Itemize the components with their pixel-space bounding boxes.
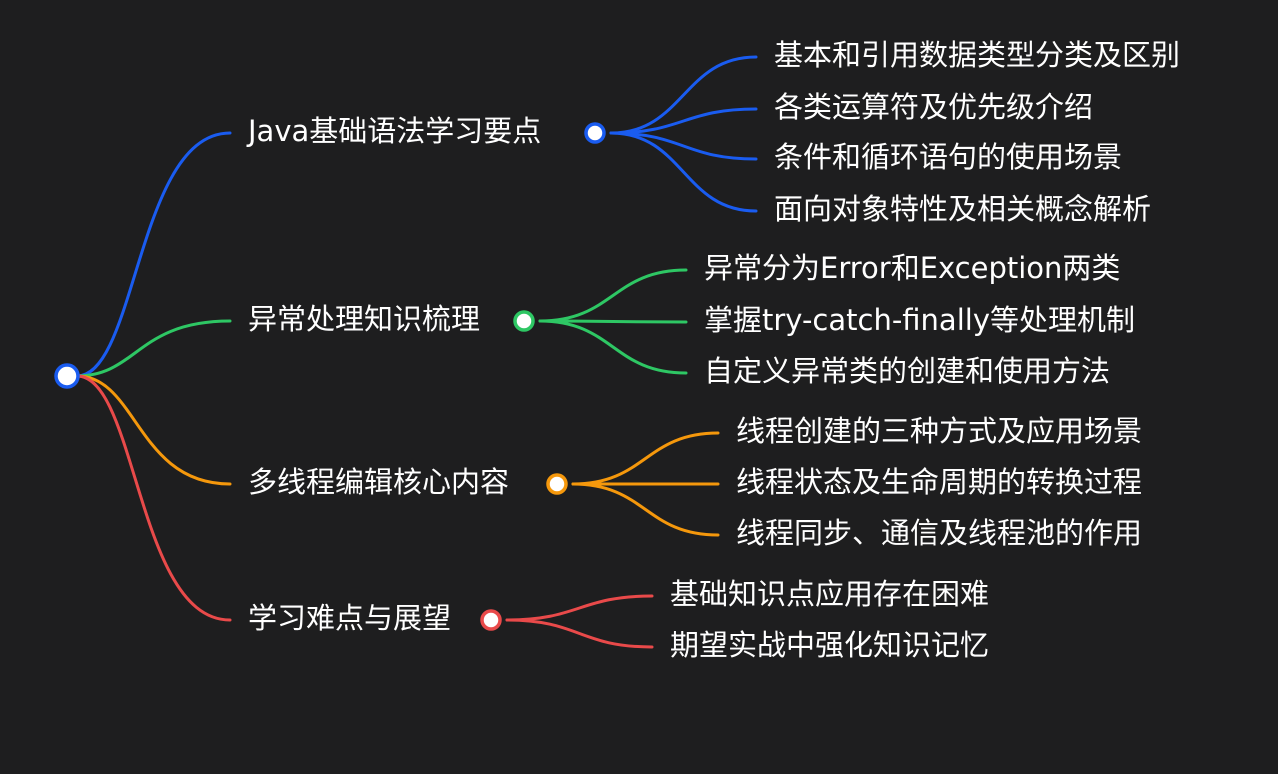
branch-label-2: 异常处理知识梳理 bbox=[248, 302, 480, 336]
leaf-label: 期望实战中强化知识记忆 bbox=[670, 628, 989, 662]
branch-dot-4[interactable] bbox=[480, 609, 502, 631]
leaf-edge-3-3 bbox=[571, 482, 720, 537]
leaf-label: 掌握try-catch-finally等处理机制 bbox=[704, 303, 1135, 337]
branch-label-4: 学习难点与展望 bbox=[248, 601, 451, 635]
root-edge-4 bbox=[75, 374, 232, 622]
branch-dot-1[interactable] bbox=[584, 122, 606, 144]
leaf-label: 条件和循环语句的使用场景 bbox=[774, 140, 1122, 174]
leaf-label: 自定义异常类的创建和使用方法 bbox=[704, 354, 1110, 388]
root-dot[interactable] bbox=[54, 363, 80, 389]
leaf-label: 各类运算符及优先级介绍 bbox=[774, 90, 1093, 124]
root-edge-1 bbox=[75, 131, 232, 378]
leaf-label: 线程创建的三种方式及应用场景 bbox=[736, 414, 1142, 448]
leaf-label: 线程同步、通信及线程池的作用 bbox=[736, 516, 1142, 550]
leaf-edge-2-3 bbox=[538, 319, 688, 375]
leaf-edge-1-2 bbox=[609, 107, 758, 135]
leaf-label: 线程状态及生命周期的转换过程 bbox=[736, 465, 1142, 499]
root-edge-2 bbox=[75, 319, 232, 378]
branch-label-3: 多线程编辑核心内容 bbox=[248, 465, 509, 499]
leaf-label: 异常分为Error和Exception两类 bbox=[704, 251, 1120, 285]
leaf-edge-2-2 bbox=[538, 319, 688, 324]
leaf-edge-3-1 bbox=[571, 431, 720, 486]
leaf-edge-4-1 bbox=[505, 594, 654, 622]
root-edge-3 bbox=[75, 374, 232, 486]
leaf-edge-1-1 bbox=[609, 55, 758, 135]
branch-label-1: Java基础语法学习要点 bbox=[246, 114, 541, 148]
branch-dot-2[interactable] bbox=[513, 310, 535, 332]
leaf-label: 面向对象特性及相关概念解析 bbox=[774, 192, 1151, 226]
leaf-edge-1-3 bbox=[609, 131, 758, 161]
leaf-edge-1-4 bbox=[609, 131, 758, 213]
branch-dot-3[interactable] bbox=[546, 473, 568, 495]
leaf-edge-4-2 bbox=[505, 618, 654, 649]
mindmap-edges bbox=[75, 55, 758, 649]
leaf-label: 基本和引用数据类型分类及区别 bbox=[774, 38, 1180, 72]
mindmap-labels: 基本和引用数据类型分类及区别各类运算符及优先级介绍条件和循环语句的使用场景面向对… bbox=[246, 38, 1180, 662]
leaf-edge-2-1 bbox=[538, 268, 688, 323]
leaf-label: 基础知识点应用存在困难 bbox=[670, 577, 989, 611]
mindmap-dots bbox=[54, 122, 606, 631]
